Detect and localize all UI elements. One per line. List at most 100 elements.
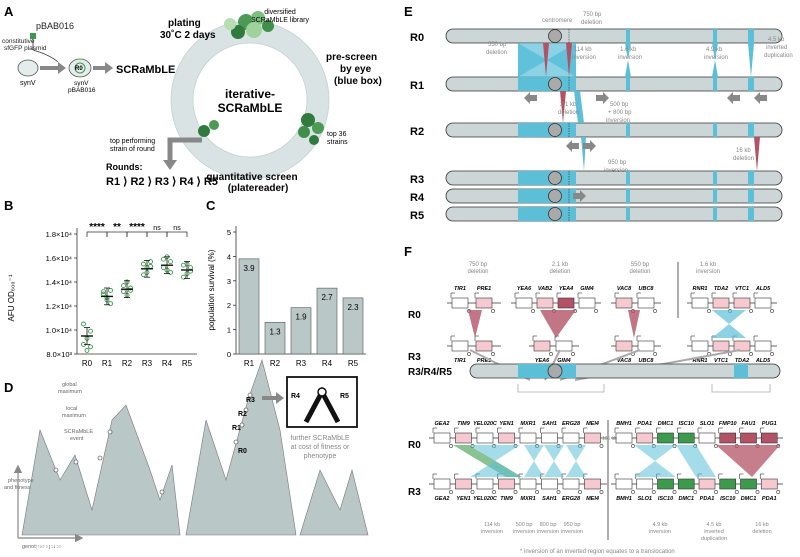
c-ytick-label: 2: [227, 301, 231, 310]
f-loxp-site: [578, 490, 582, 494]
plating-2: 30˚C 2 days: [160, 29, 216, 41]
f-loxp-site: [749, 352, 753, 356]
f-gene-name: YEA6: [517, 286, 532, 292]
b-sig-label: **: [113, 222, 121, 233]
e-inv-band: [626, 29, 630, 43]
f-gene-name: VAB2: [538, 286, 552, 292]
f-top-event: deletion: [549, 269, 570, 275]
quant-2: (platereader): [228, 183, 289, 194]
b-ytick-label: 8.0×10³: [46, 350, 72, 359]
panel-a-label: A: [4, 4, 14, 19]
f-loxp-site: [653, 352, 657, 356]
d-global-2: maximum: [58, 389, 82, 395]
f-gene-box: [657, 432, 674, 444]
e-inverted-region: [518, 171, 576, 185]
e-dup45-3: duplication: [764, 53, 793, 59]
e-inv16-1: 1.6 kb: [620, 47, 637, 53]
e-row-label: R0: [410, 32, 424, 44]
e-inverted-region: [518, 77, 576, 91]
library-2: SCRaMbLE library: [251, 17, 309, 24]
plasmid-name: pBAB016: [36, 21, 74, 31]
e-inv-band: [748, 189, 754, 203]
f-gene-box: [475, 297, 493, 309]
b-data-point: [108, 287, 113, 293]
b-data-point: [141, 272, 146, 278]
e-inv-band: [713, 123, 717, 137]
e-inv-band: [626, 189, 630, 203]
f-gene-box: [740, 478, 757, 490]
e-centromere-mark: [548, 171, 562, 185]
f-gene-name: DMC1: [658, 421, 674, 427]
e-del550-2: deletion: [486, 50, 507, 56]
plasmid-icon: [30, 33, 36, 39]
f-loxp-site: [714, 490, 718, 494]
e-inv-band: [626, 207, 630, 221]
plating-1: plating: [168, 18, 201, 29]
f-gene-box: [475, 340, 493, 352]
f-loxp-site: [599, 444, 604, 448]
c-xtick-label: R5: [348, 359, 359, 368]
e-del500-2: + 800 bp: [608, 110, 632, 116]
f-top-event: 550 bp: [631, 262, 650, 268]
e-inv-band: [626, 77, 630, 91]
panel-c-label: C: [206, 198, 216, 213]
e-del750-1: 750 bp: [583, 12, 602, 18]
e-dup45-2: inverted: [766, 45, 787, 51]
e-inverted-region: [518, 189, 576, 203]
f-gene-name: PRE1: [477, 286, 491, 292]
d-further-1: further SCRaMbLE: [290, 435, 349, 442]
b-data-point: [168, 259, 173, 265]
f-gene-name: GIM4: [580, 286, 593, 292]
f-loxp-site: [776, 490, 781, 494]
f-gene-name: PUG1: [762, 421, 777, 427]
b-xtick-label: R4: [162, 359, 173, 368]
b-xtick-label: R5: [182, 359, 193, 368]
f-gene-box: [760, 478, 778, 490]
f-gene-name: TDA2: [735, 358, 749, 364]
f-gene-box: [455, 432, 472, 444]
f-inversion-800bp: [544, 445, 564, 477]
c-ytick-label: 5: [227, 228, 231, 237]
e-arrow: [566, 140, 579, 152]
f-gene-box: [657, 478, 674, 490]
f-bottom-event: 114 kb: [484, 522, 500, 528]
e-chromosome: [445, 76, 783, 92]
b-data-point: [81, 321, 86, 327]
f-loxp-site: [653, 309, 657, 313]
f-gene-name: SAH1: [542, 421, 557, 427]
panel-f-label: F: [404, 244, 412, 259]
e-inv-band: [713, 77, 717, 91]
f-gene-box: [637, 340, 655, 352]
f-loxp-site: [492, 490, 496, 494]
f-inversion-1_6kb: [712, 310, 746, 338]
d-local-2: maximum: [62, 413, 86, 419]
f-r3-bot: R3: [408, 487, 421, 498]
f-loxp-site: [491, 309, 495, 313]
f-loxp-site: [707, 309, 711, 313]
e-inv-band: [713, 29, 717, 43]
prescreen-2: by eye: [340, 64, 372, 75]
f-loxp-site: [449, 490, 453, 494]
f-deletion-750: [468, 310, 482, 338]
e-inv-band: [748, 171, 754, 185]
rounds-label: Rounds:: [106, 162, 143, 172]
f-gene-name: UBC8: [639, 358, 655, 364]
f-gene-box: [455, 478, 472, 490]
f-gene-box: [698, 478, 716, 490]
e-inv-4_9kb: [712, 43, 718, 77]
panel-d: D phenotype and fitness genotype space g…: [4, 358, 369, 551]
f-gene-name: TIM9: [500, 496, 513, 502]
f-gene-name: MXR1: [520, 421, 535, 427]
f-gene-name: SLO1: [700, 421, 714, 427]
f-gene-name: ALD5: [755, 286, 771, 292]
f-gene-name: PDA1: [700, 496, 715, 502]
f-gene-box: [562, 432, 580, 444]
d-r1: R1: [232, 425, 241, 432]
f-gene-box: [562, 478, 580, 490]
d-r5: R5: [340, 393, 349, 400]
